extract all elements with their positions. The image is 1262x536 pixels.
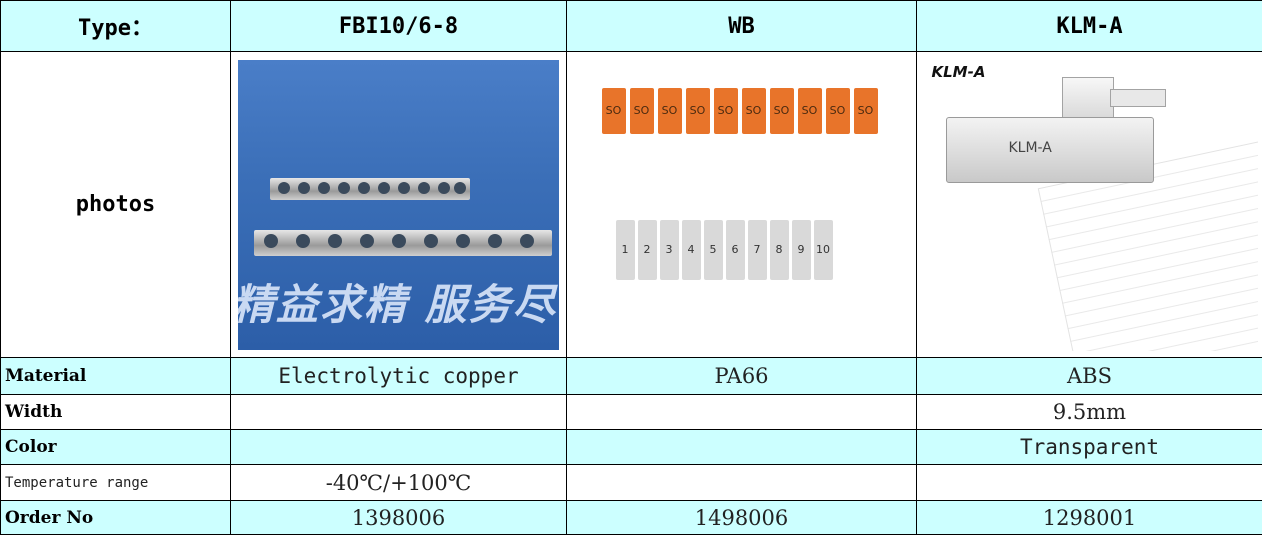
marker-tag: SO (685, 87, 710, 134)
marker-tag: 6 (725, 219, 745, 280)
marker-tag: SO (741, 87, 766, 134)
photo-klm: KLM-A KLM-A (921, 58, 1258, 351)
type-label: Type： (0, 0, 231, 52)
color-fbi (230, 429, 567, 465)
photo-wb-cell: SO SO SO SO SO SO SO SO SO SO 1 2 3 4 5 (566, 51, 917, 358)
order-label: Order No (0, 500, 231, 535)
marker-tag: SO (853, 87, 878, 134)
type-klm: KLM-A (916, 0, 1262, 52)
material-klm: ABS (916, 357, 1262, 395)
marker-tag: SO (657, 87, 682, 134)
marker-tag: SO (629, 87, 654, 134)
photo-caption: KLM-A (931, 62, 986, 81)
width-fbi (230, 394, 567, 430)
holder-clip (1109, 88, 1166, 107)
photo-fbi-cell: 精益求精 服务尽 (230, 51, 567, 358)
photo-watermark: 精益求精 服务尽 (238, 279, 557, 329)
color-klm: Transparent (916, 429, 1262, 465)
color-row: Color Transparent (0, 429, 1262, 465)
photos-row: photos 精益求精 服务尽 SO SO SO SO SO (0, 51, 1262, 358)
photos-label: photos (0, 51, 231, 358)
material-label: Material (0, 357, 231, 395)
label-holder: KLM-A (945, 116, 1154, 183)
marker-tag: 10 (813, 219, 833, 280)
holder-tab (1061, 76, 1114, 121)
marker-tag: 7 (747, 219, 767, 280)
marker-tag: 3 (659, 219, 679, 280)
bridge-bar-top (270, 177, 470, 200)
header-row: Type： FBI10/6-8 WB KLM-A (0, 0, 1262, 52)
order-wb: 1498006 (566, 500, 917, 535)
photo-klm-cell: KLM-A KLM-A (916, 51, 1262, 358)
temperature-row: Temperature range -40℃/+100℃ (0, 464, 1262, 501)
marker-tag: 8 (769, 219, 789, 280)
marker-tag: SO (601, 87, 626, 134)
bridge-bar-bottom (254, 229, 552, 256)
temperature-klm (916, 464, 1262, 501)
order-row: Order No 1398006 1498006 1298001 (0, 500, 1262, 535)
material-row: Material Electrolytic copper PA66 ABS (0, 357, 1262, 395)
type-fbi: FBI10/6-8 (230, 0, 567, 52)
marker-tag: SO (713, 87, 738, 134)
material-fbi: Electrolytic copper (230, 357, 567, 395)
type-wb: WB (566, 0, 917, 52)
marker-tag: 4 (681, 219, 701, 280)
grey-marker-strip: 1 2 3 4 5 6 7 8 9 10 (615, 219, 833, 280)
width-label: Width (0, 394, 231, 430)
marker-tag: 9 (791, 219, 811, 280)
photo-wb: SO SO SO SO SO SO SO SO SO SO 1 2 3 4 5 (586, 60, 898, 350)
temperature-label: Temperature range (0, 464, 231, 501)
marker-tag: SO (797, 87, 822, 134)
marker-tag: 1 (615, 219, 635, 280)
marker-tag: 5 (703, 219, 723, 280)
color-wb (566, 429, 917, 465)
orange-marker-strip: SO SO SO SO SO SO SO SO SO SO (601, 87, 878, 134)
temperature-wb (566, 464, 917, 501)
marker-tag: SO (769, 87, 794, 134)
holder-label: KLM-A (1008, 139, 1052, 156)
width-row: Width 9.5mm (0, 394, 1262, 430)
material-wb: PA66 (566, 357, 917, 395)
order-fbi: 1398006 (230, 500, 567, 535)
order-klm: 1298001 (916, 500, 1262, 535)
temperature-fbi: -40℃/+100℃ (230, 464, 567, 501)
width-wb (566, 394, 917, 430)
marker-tag: 2 (637, 219, 657, 280)
photo-fbi: 精益求精 服务尽 (238, 59, 559, 350)
marker-tag: SO (825, 87, 850, 134)
width-klm: 9.5mm (916, 394, 1262, 430)
color-label: Color (0, 429, 231, 465)
